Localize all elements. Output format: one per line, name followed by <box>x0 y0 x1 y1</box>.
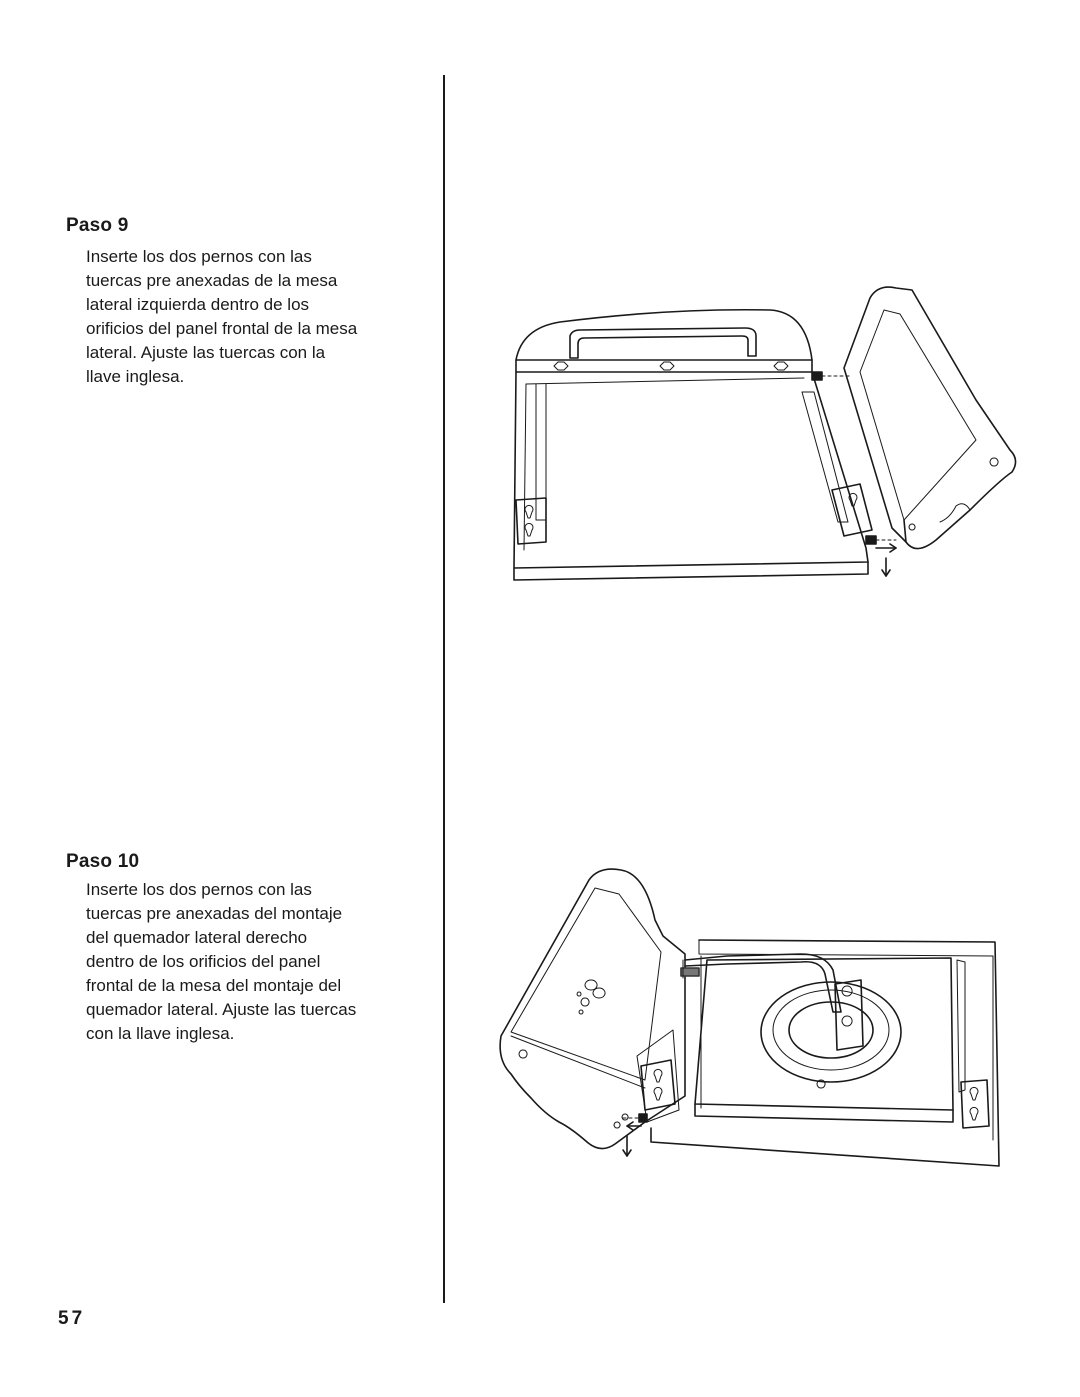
step-9-heading: Paso 9 <box>66 215 129 236</box>
step-10-heading: Paso 10 <box>66 851 140 872</box>
page-number: 57 <box>58 1308 86 1329</box>
step-10-instructions: Inserte los dos pernos con las tuercas p… <box>86 880 357 1043</box>
step-10-illustration <box>499 868 1000 1167</box>
column-divider <box>443 75 445 1303</box>
step-9-instructions: Inserte los dos pernos con las tuercas p… <box>86 247 358 386</box>
step-9-illustration <box>513 286 1017 581</box>
